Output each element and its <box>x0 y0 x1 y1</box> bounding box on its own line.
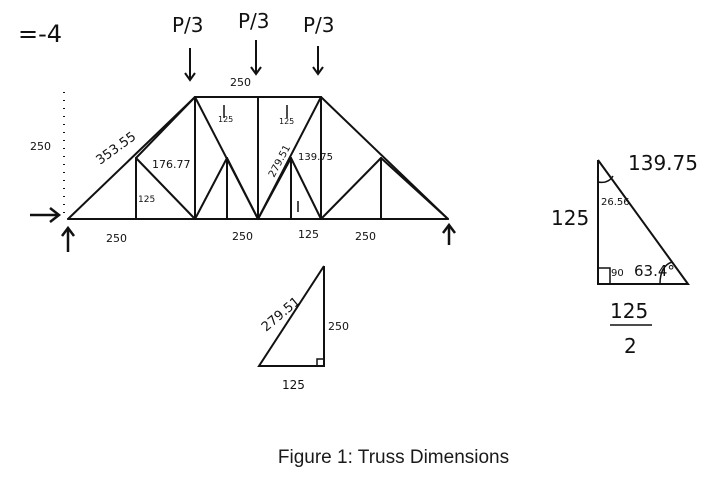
load-arrow-3-head <box>312 66 324 76</box>
triangle-2-hyp-label: 139.75 <box>628 151 698 175</box>
left-end-diagonal <box>67 96 196 220</box>
diag-left-bay-b <box>135 96 196 159</box>
triangle-2-top-angle-label: 26.56 <box>601 197 630 208</box>
diag-right-bay-b <box>380 157 449 220</box>
diag-mid-label: 176.77 <box>152 158 191 171</box>
small-up-label-2: 125 <box>279 117 294 126</box>
truss-members <box>67 96 449 220</box>
bottom-label-4: 250 <box>355 230 376 243</box>
load-label-1: P/3 <box>172 13 204 37</box>
right-support-arrow-head <box>442 222 456 234</box>
triangle-1 <box>257 265 325 367</box>
triangle-2-top-angle-arc <box>597 175 614 184</box>
triangle-2-base-numerator: 125 <box>610 299 648 323</box>
triangle-2-base-denominator: 2 <box>624 334 637 358</box>
diag-small-label: 139.75 <box>298 152 333 163</box>
load-arrows <box>184 40 324 82</box>
triangle-1-base-label: 125 <box>282 378 305 392</box>
triangle-2-bottom-angle-label: 63.4° <box>634 262 675 280</box>
bottom-label-1: 250 <box>106 232 127 245</box>
load-arrow-1-head <box>184 72 196 82</box>
load-label-3: P/3 <box>303 13 335 37</box>
triangle-2 <box>597 159 690 326</box>
diag-left-label: 353.55 <box>94 129 140 168</box>
diag-center-left-c <box>226 157 259 220</box>
load-label-2: P/3 <box>238 9 270 33</box>
bottom-label-3: 125 <box>298 228 319 241</box>
small-up-label-1: 125 <box>218 115 233 124</box>
diag-center-left-b <box>194 157 228 220</box>
diag-right-bay-a <box>320 157 382 220</box>
height-label: 250 <box>30 140 51 153</box>
triangle-1-hyp-label: 279.51 <box>259 294 303 335</box>
triangle-1-right-angle <box>316 358 324 366</box>
vert-left-label: 125 <box>138 195 155 205</box>
triangle-2-outline <box>597 159 690 285</box>
support-arrows <box>30 105 456 252</box>
diag-left-bay-a <box>135 157 196 220</box>
triangle-1-outline <box>257 265 325 367</box>
note-label: =-4 <box>18 20 62 48</box>
triangle-2-height-label: 125 <box>551 206 589 230</box>
triangle-1-height-label: 250 <box>328 320 349 333</box>
left-support-arrow-head <box>61 225 75 237</box>
load-arrow-2-head <box>250 66 262 76</box>
horizontal-reaction-arrow-head <box>49 207 62 223</box>
diag-center-right-c <box>290 157 322 220</box>
top-span-label: 250 <box>230 76 251 89</box>
figure-caption: Figure 1: Truss Dimensions <box>277 447 510 468</box>
bottom-label-2: 250 <box>232 230 253 243</box>
triangle-2-right-angle-label: 90 <box>611 268 624 279</box>
triangle-2-bottom-angle-arc <box>659 261 673 285</box>
diag-center-right-b <box>257 157 292 220</box>
triangle-2-right-angle <box>598 267 611 284</box>
